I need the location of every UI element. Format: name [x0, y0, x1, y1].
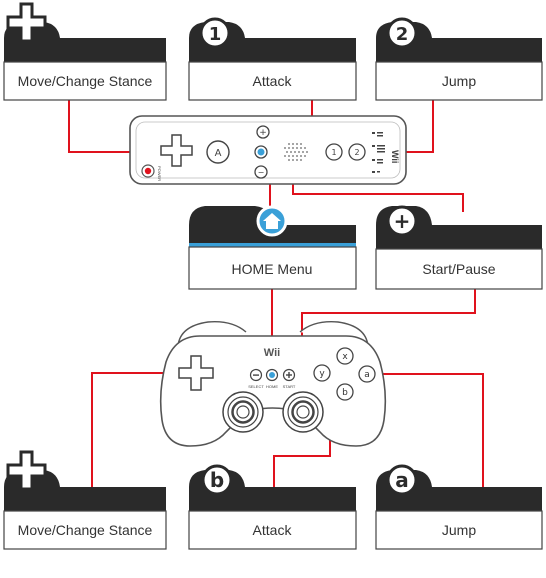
- classic-y-button[interactable]: y: [313, 364, 331, 382]
- classic-select-button[interactable]: [249, 368, 263, 382]
- classic-right-stick[interactable]: [282, 391, 324, 433]
- tab-classic-attack: b Attack: [188, 464, 357, 550]
- remote-home-button[interactable]: [254, 145, 268, 159]
- badge-plus-label: +: [394, 209, 411, 233]
- remote-plus-label: +: [259, 128, 267, 138]
- classic-home-button[interactable]: [265, 368, 279, 382]
- wii-remote-body: [129, 115, 407, 185]
- classic-y-label: y: [319, 369, 325, 379]
- remote-minus-button[interactable]: −: [254, 165, 268, 179]
- tab-label-classic-move: Move/Change Stance: [18, 522, 153, 538]
- classic-x-label: x: [342, 352, 348, 362]
- classic-left-stick[interactable]: [222, 391, 264, 433]
- classic-controller: Wii SELECT HOME START x y: [159, 321, 387, 447]
- a-badge-icon: [386, 464, 418, 496]
- tab-classic-jump: a Jump: [375, 464, 543, 550]
- classic-b-label: b: [342, 388, 348, 398]
- tab-label-classic-attack: Attack: [253, 522, 293, 538]
- classic-wii-logo: Wii: [264, 347, 280, 359]
- remote-2-label: 2: [354, 148, 359, 157]
- button-1-badge-icon: [199, 17, 231, 49]
- button-2-badge-icon: [386, 17, 418, 49]
- classic-home-label: HOME: [266, 384, 278, 389]
- classic-dpad[interactable]: [178, 355, 214, 391]
- classic-controller-body: [159, 335, 387, 447]
- plus-badge-icon: [386, 205, 418, 237]
- badge-2-label: 2: [396, 24, 409, 45]
- badge-a-label: a: [395, 468, 409, 492]
- remote-a-label: A: [215, 148, 222, 159]
- wii-remote: POWER A + − 1: [129, 115, 407, 185]
- tab-home-menu: HOME Menu: [188, 205, 357, 290]
- connector-a-classic: [367, 373, 484, 487]
- b-badge-icon: [201, 464, 233, 496]
- power-button[interactable]: [141, 164, 155, 178]
- classic-b-button[interactable]: b: [336, 383, 354, 401]
- classic-select-label: SELECT: [248, 384, 264, 389]
- remote-wii-logo: Wii: [390, 150, 400, 163]
- tab-label-remote-attack: Attack: [253, 73, 293, 89]
- remote-2-button[interactable]: 2: [348, 143, 366, 161]
- classic-x-button[interactable]: x: [336, 347, 354, 365]
- remote-1-label: 1: [331, 148, 336, 157]
- tab-label-remote-jump: Jump: [442, 73, 476, 89]
- tab-remote-attack: 1 Attack: [188, 17, 357, 101]
- remote-dpad[interactable]: [160, 134, 193, 167]
- tab-start-pause: + Start/Pause: [375, 205, 543, 290]
- power-label: POWER: [157, 166, 162, 181]
- remote-plus-button[interactable]: +: [256, 125, 270, 139]
- tab-label-classic-jump: Jump: [442, 522, 476, 538]
- badge-b-label: b: [210, 468, 224, 492]
- classic-start-label: START: [283, 384, 296, 389]
- remote-a-button[interactable]: A: [206, 140, 230, 164]
- player-leds: [372, 132, 385, 173]
- tab-label-home-menu: HOME Menu: [232, 261, 313, 277]
- classic-a-button[interactable]: a: [358, 365, 376, 383]
- tab-remote-jump: 2 Jump: [375, 17, 543, 101]
- remote-1-button[interactable]: 1: [325, 143, 343, 161]
- badge-1-label: 1: [209, 24, 222, 45]
- tab-remote-move: Move/Change Stance: [3, 2, 167, 101]
- tab-label-start-pause: Start/Pause: [422, 261, 495, 277]
- dpad-icon: [6, 2, 47, 43]
- classic-dpad-icon: [6, 450, 47, 491]
- connector-lines: [68, 99, 484, 487]
- tab-label-remote-move: Move/Change Stance: [18, 73, 153, 89]
- remote-speaker: [284, 143, 308, 161]
- classic-start-button[interactable]: [282, 368, 296, 382]
- house-icon: [263, 213, 281, 229]
- classic-a-label: a: [364, 370, 370, 380]
- tab-classic-move: Move/Change Stance: [3, 450, 167, 550]
- remote-minus-label: −: [258, 168, 265, 177]
- connector-dpad-classic: [91, 372, 190, 487]
